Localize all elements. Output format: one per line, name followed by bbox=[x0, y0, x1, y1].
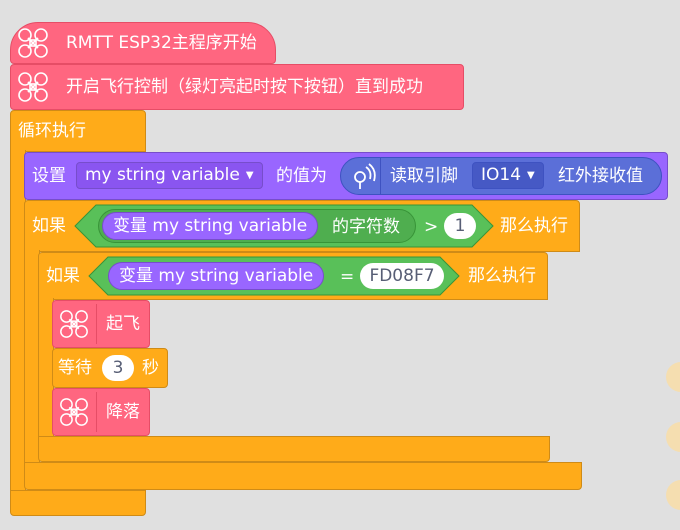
wait-seconds-input[interactable]: 3 bbox=[102, 355, 134, 381]
variable-reporter-inner[interactable]: 变量 my string variable bbox=[108, 262, 325, 290]
drone-icon bbox=[60, 398, 88, 426]
variable-dropdown[interactable]: my string variable ▼ bbox=[76, 162, 263, 189]
variable-reporter-inner-name: my string variable bbox=[158, 266, 314, 286]
if-block-inner-bottom bbox=[38, 436, 550, 462]
variable-reporter-prefix: 变量 bbox=[113, 216, 147, 236]
pin-sensor-icon bbox=[354, 163, 376, 189]
drone-icon bbox=[18, 72, 48, 102]
main-start-label: RMTT ESP32主程序开始 bbox=[66, 33, 257, 53]
hat-block-main-start[interactable] bbox=[10, 22, 276, 64]
takeoff-label: 起飞 bbox=[106, 314, 140, 334]
if-outer-label: 如果 bbox=[32, 216, 66, 236]
variable-reporter[interactable]: 变量 my string variable bbox=[102, 212, 319, 240]
read-pin-divider bbox=[380, 158, 381, 194]
land-divider bbox=[96, 392, 97, 432]
ir-value-label: 红外接收值 bbox=[558, 166, 643, 186]
variable-reporter-inner-prefix: 变量 bbox=[119, 266, 153, 286]
variable-reporter-name: my string variable bbox=[152, 216, 308, 236]
takeoff-divider bbox=[96, 304, 97, 344]
zoom-in-button[interactable] bbox=[666, 362, 680, 392]
zoom-reset-button[interactable] bbox=[666, 480, 680, 510]
compare-value-input[interactable]: 1 bbox=[444, 213, 476, 239]
char-count-label: 的字符数 bbox=[332, 217, 400, 237]
land-block[interactable] bbox=[52, 388, 150, 436]
then-inner-label: 那么执行 bbox=[468, 266, 536, 286]
start-flight-label: 开启飞行控制（绿灯亮起时按下按钮）直到成功 bbox=[66, 77, 423, 97]
takeoff-block[interactable] bbox=[52, 300, 150, 348]
operator-eq: = bbox=[340, 267, 355, 287]
if-inner-label: 如果 bbox=[46, 266, 80, 286]
chevron-down-icon: ▼ bbox=[245, 170, 254, 181]
pin-dropdown-value: IO14 bbox=[481, 165, 522, 185]
land-label: 降落 bbox=[106, 402, 140, 422]
operator-gt: > bbox=[424, 217, 439, 237]
read-pin-label: 读取引脚 bbox=[390, 166, 458, 186]
pin-dropdown[interactable]: IO14 ▼ bbox=[472, 162, 544, 189]
set-label: 设置 bbox=[32, 166, 66, 186]
then-outer-label: 那么执行 bbox=[500, 216, 568, 236]
wait-unit-label: 秒 bbox=[142, 358, 159, 378]
zoom-out-button[interactable] bbox=[666, 422, 680, 452]
ir-code-input[interactable]: FD08F7 bbox=[360, 263, 444, 289]
forever-block-bottom bbox=[10, 490, 146, 516]
wait-label: 等待 bbox=[58, 358, 92, 378]
chevron-down-icon: ▼ bbox=[527, 170, 535, 181]
forever-label: 循环执行 bbox=[18, 121, 86, 141]
block-start-flight-control[interactable] bbox=[10, 64, 464, 110]
drone-icon bbox=[18, 28, 48, 58]
drone-icon bbox=[60, 310, 88, 338]
variable-dropdown-value: my string variable bbox=[85, 165, 240, 185]
if-block-outer-bottom bbox=[24, 462, 582, 490]
forever-block[interactable] bbox=[10, 110, 146, 152]
value-of-label: 的值为 bbox=[276, 166, 327, 186]
